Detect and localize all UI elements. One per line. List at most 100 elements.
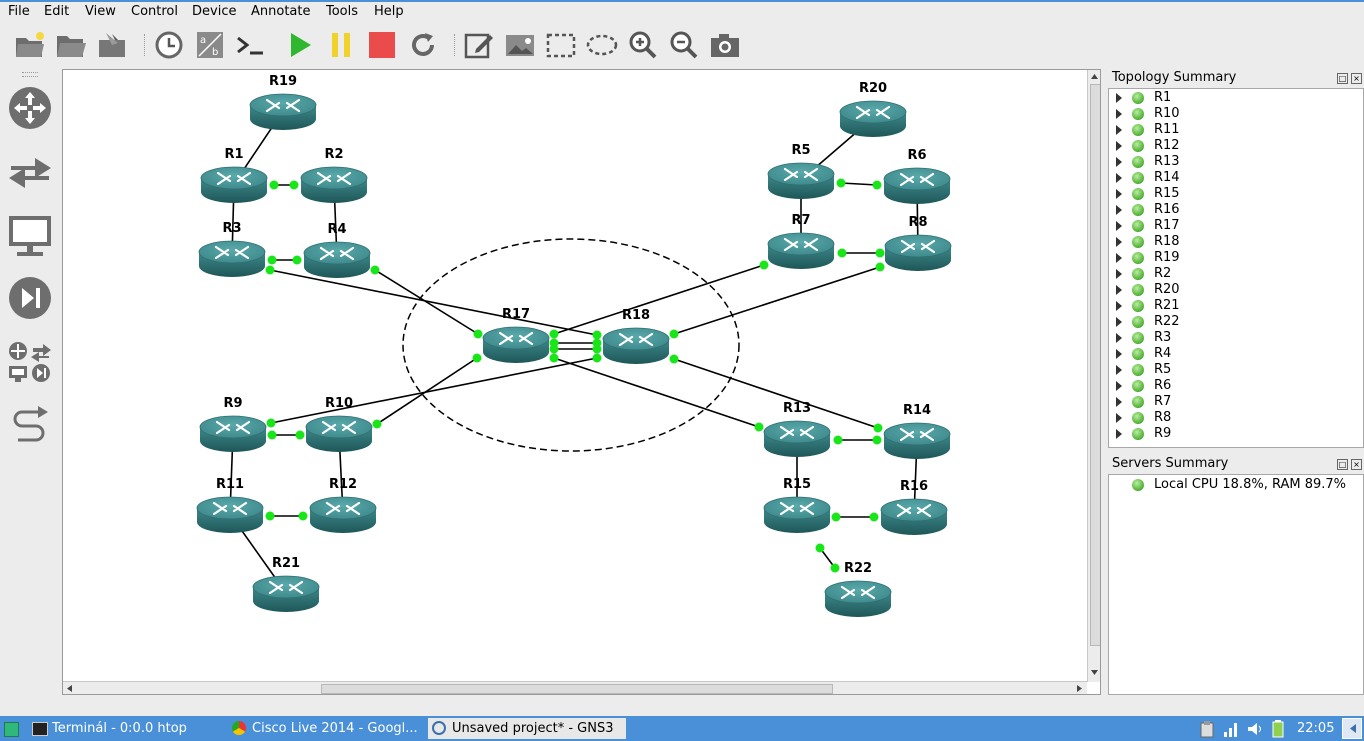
expand-arrow-icon[interactable] — [1116, 157, 1122, 167]
expand-arrow-icon[interactable] — [1116, 381, 1122, 391]
router-r1[interactable]: R1 — [200, 147, 268, 203]
screenshot-camera-icon[interactable] — [708, 28, 742, 62]
router-label[interactable]: R1 — [224, 147, 243, 162]
topology-item-r4[interactable]: R4 — [1109, 346, 1363, 362]
draw-rectangle-icon[interactable] — [544, 28, 578, 62]
topology-item-r2[interactable]: R2 — [1109, 266, 1363, 282]
router-label[interactable]: R9 — [223, 396, 242, 411]
vertical-scroll-thumb[interactable] — [1090, 84, 1100, 646]
expand-arrow-icon[interactable] — [1116, 333, 1122, 343]
expand-arrow-icon[interactable] — [1116, 205, 1122, 215]
router-r3[interactable]: R3 — [198, 221, 266, 277]
topology-item-r22[interactable]: R22 — [1109, 314, 1363, 330]
browse-all-devices-icon[interactable] — [6, 338, 54, 386]
link-r5-r6[interactable] — [840, 182, 878, 186]
vertical-scrollbar[interactable] — [1087, 70, 1100, 682]
close-panel-icon[interactable]: × — [1351, 73, 1362, 84]
router-r19[interactable]: R19 — [249, 74, 317, 130]
topology-item-r17[interactable]: R17 — [1109, 218, 1363, 234]
topology-item-r12[interactable]: R12 — [1109, 138, 1363, 154]
menu-file[interactable]: File — [8, 4, 30, 19]
menu-edit[interactable]: Edit — [44, 4, 70, 19]
topology-item-r7[interactable]: R7 — [1109, 394, 1363, 410]
router-label[interactable]: R6 — [907, 148, 926, 163]
task-gns3[interactable]: Unsaved project* - GNS3 — [428, 718, 626, 739]
router-label[interactable]: R14 — [903, 403, 931, 418]
expand-arrow-icon[interactable] — [1116, 141, 1122, 151]
float-panel-icon[interactable]: □ — [1337, 459, 1348, 470]
link-r13-r17[interactable] — [553, 357, 760, 428]
expand-arrow-icon[interactable] — [1116, 413, 1122, 423]
router-r22[interactable]: R22 — [824, 561, 892, 617]
router-label[interactable]: R20 — [859, 81, 887, 96]
router-label[interactable]: R4 — [327, 222, 346, 237]
reload-all-icon[interactable] — [406, 28, 440, 62]
start-all-icon[interactable] — [283, 28, 317, 62]
router-r21[interactable]: R21 — [252, 556, 320, 612]
browse-security-devices-icon[interactable] — [6, 274, 54, 322]
menu-tools[interactable]: Tools — [326, 4, 359, 19]
router-r10[interactable]: R10 — [305, 396, 373, 452]
router-r18[interactable]: R18 — [602, 308, 670, 364]
scroll-left-arrow-icon[interactable] — [65, 684, 74, 693]
expand-arrow-icon[interactable] — [1116, 189, 1122, 199]
menu-help[interactable]: Help — [374, 4, 404, 19]
menu-device[interactable]: Device — [192, 4, 237, 19]
topology-item-r19[interactable]: R19 — [1109, 250, 1363, 266]
expand-arrow-icon[interactable] — [1116, 237, 1122, 247]
router-r6[interactable]: R6 — [883, 148, 951, 204]
router-r9[interactable]: R9 — [199, 396, 267, 452]
network-signal-icon[interactable] — [1222, 720, 1240, 738]
scroll-up-arrow-icon[interactable] — [1090, 72, 1099, 81]
suspend-all-icon[interactable] — [324, 28, 358, 62]
router-label[interactable]: R16 — [900, 479, 928, 494]
insert-image-icon[interactable] — [503, 28, 537, 62]
topology-item-r16[interactable]: R16 — [1109, 202, 1363, 218]
router-label[interactable]: R13 — [783, 401, 811, 416]
router-label[interactable]: R17 — [502, 307, 530, 322]
link-r9-r18[interactable] — [270, 357, 598, 424]
topology-item-r21[interactable]: R21 — [1109, 298, 1363, 314]
expand-arrow-icon[interactable] — [1116, 349, 1122, 359]
router-r8[interactable]: R8 — [884, 215, 952, 271]
topology-item-r18[interactable]: R18 — [1109, 234, 1363, 250]
snapshot-clock-icon[interactable] — [152, 28, 186, 62]
link-r7-r17[interactable] — [553, 264, 765, 335]
router-label[interactable]: R7 — [791, 213, 810, 228]
browse-routers-icon[interactable] — [6, 84, 54, 132]
server-item[interactable]: Local CPU 18.8%, RAM 89.7% — [1109, 477, 1363, 493]
menu-control[interactable]: Control — [131, 4, 178, 19]
draw-ellipse-icon[interactable] — [585, 28, 619, 62]
topology-item-r13[interactable]: R13 — [1109, 154, 1363, 170]
expand-arrow-icon[interactable] — [1116, 317, 1122, 327]
topology-item-r20[interactable]: R20 — [1109, 282, 1363, 298]
show-desktop-icon[interactable] — [1342, 718, 1362, 739]
topology-item-r9[interactable]: R9 — [1109, 426, 1363, 442]
expand-arrow-icon[interactable] — [1116, 173, 1122, 183]
grip-handle[interactable] — [22, 72, 38, 77]
router-label[interactable]: R19 — [269, 74, 297, 89]
router-label[interactable]: R22 — [844, 561, 872, 576]
router-r4[interactable]: R4 — [303, 222, 371, 278]
volume-icon[interactable] — [1246, 720, 1264, 738]
topology-item-r11[interactable]: R11 — [1109, 122, 1363, 138]
save-project-icon[interactable] — [95, 28, 129, 62]
open-project-icon[interactable] — [54, 28, 88, 62]
expand-arrow-icon[interactable] — [1116, 269, 1122, 279]
link-r8-r18[interactable] — [673, 266, 881, 335]
link-r3-r18[interactable] — [269, 269, 598, 336]
menu-annotate[interactable]: Annotate — [251, 4, 311, 19]
topology-item-r10[interactable]: R10 — [1109, 106, 1363, 122]
link-r14-r18[interactable] — [673, 358, 879, 429]
expand-arrow-icon[interactable] — [1116, 397, 1122, 407]
console-icon[interactable] — [234, 28, 268, 62]
topology-item-r3[interactable]: R3 — [1109, 330, 1363, 346]
router-label[interactable]: R5 — [791, 143, 810, 158]
router-r15[interactable]: R15 — [763, 477, 831, 533]
router-label[interactable]: R8 — [908, 215, 927, 230]
link-r4-r17[interactable] — [374, 269, 479, 335]
stop-all-icon[interactable] — [365, 28, 399, 62]
